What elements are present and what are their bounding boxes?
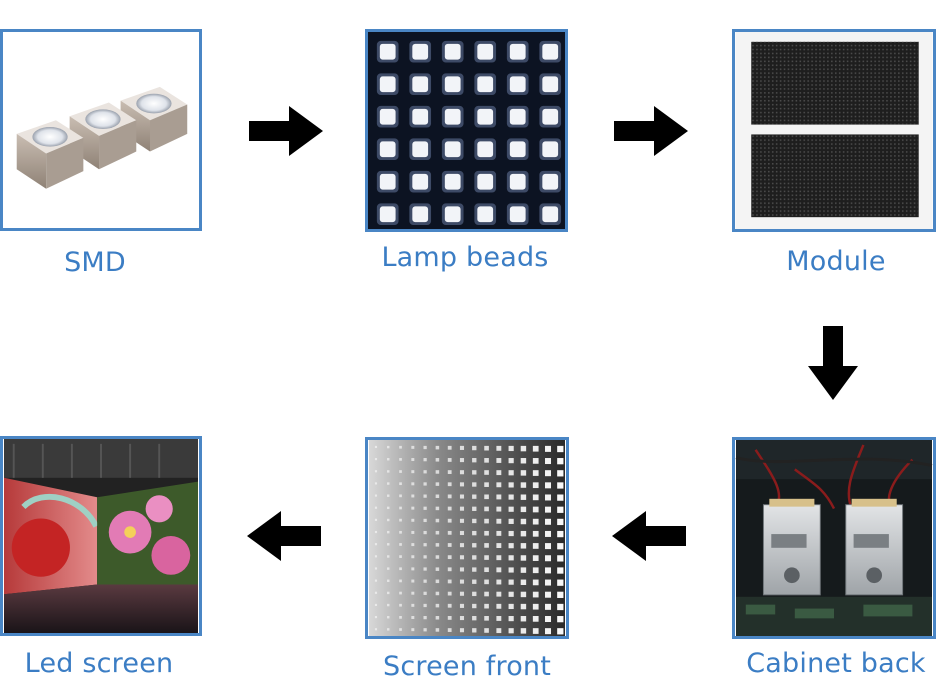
screen-front-image: [365, 437, 569, 639]
arrow-icon: [612, 511, 686, 561]
smd-image: [0, 29, 202, 231]
arrow-icon: [249, 106, 323, 156]
step-label-module: Module: [786, 246, 886, 277]
arrow-icon: [614, 106, 688, 156]
cabinet-back-image: [732, 437, 936, 639]
arrow-icon: [247, 511, 321, 561]
arrow-icon: [808, 326, 858, 400]
module-image: [732, 29, 936, 232]
led-screen-image: [0, 436, 202, 636]
lamp-beads-image: [365, 29, 568, 232]
step-label-led-screen: Led screen: [24, 648, 174, 679]
step-label-cabinet-back: Cabinet back: [746, 648, 926, 679]
step-label-lamp-beads: Lamp beads: [381, 242, 549, 273]
step-label-screen-front: Screen front: [382, 651, 552, 682]
step-label-smd: SMD: [64, 247, 126, 278]
